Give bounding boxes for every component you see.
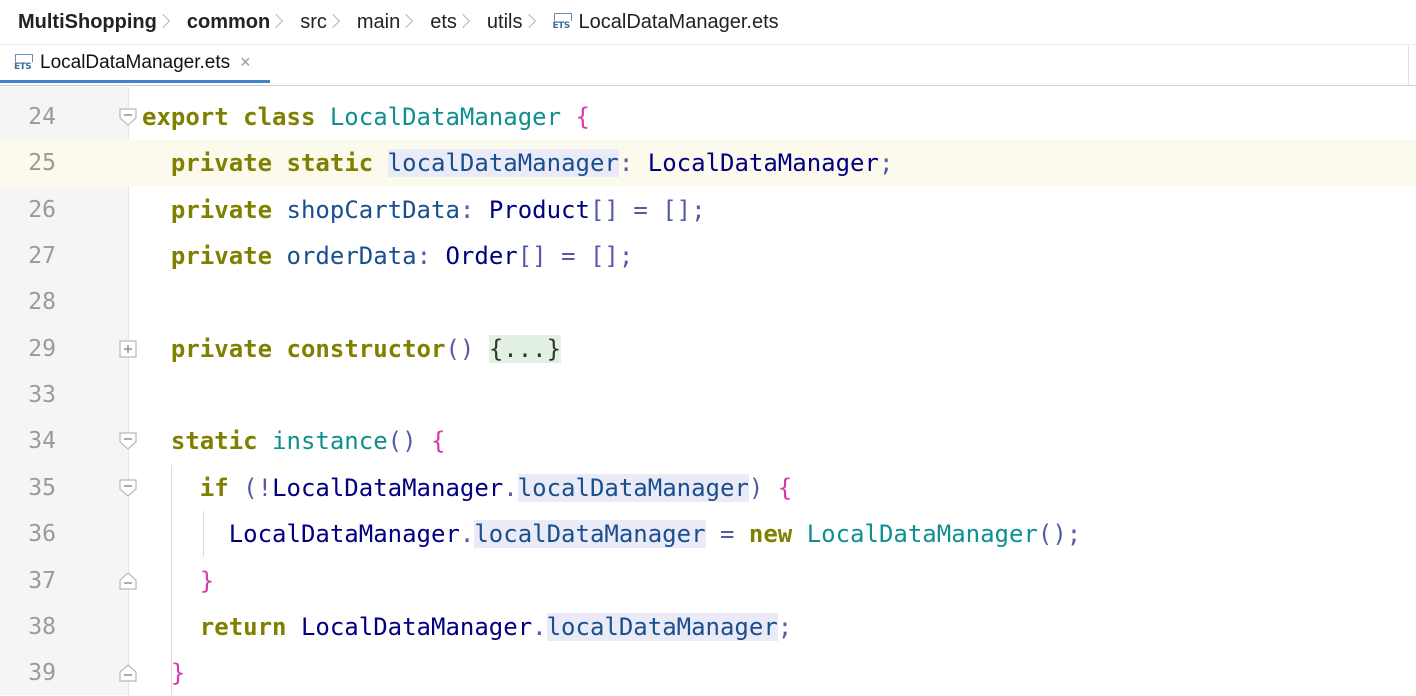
breadcrumb-label: main (356, 10, 401, 33)
chevron-right-icon (461, 12, 469, 32)
close-icon[interactable]: × (240, 52, 251, 72)
fold-open-icon[interactable] (118, 107, 138, 127)
indent-guide (203, 511, 204, 557)
breadcrumb-label: ets (430, 10, 457, 33)
code-text: static instance() { (170, 427, 446, 455)
tab-label: LocalDataManager.ets (40, 51, 231, 73)
code-text: private shopCartData: Product[] = []; (170, 196, 706, 224)
code-line-36[interactable]: 36 LocalDataManager.localDataManager = n… (0, 511, 1416, 557)
fold-open-icon[interactable] (118, 431, 138, 451)
line-number: 24 (28, 104, 56, 130)
gutter-divider (128, 87, 129, 695)
chevron-right-icon (527, 12, 535, 32)
code-line-38[interactable]: 38 return LocalDataManager.localDataMana… (0, 604, 1416, 650)
line-number: 28 (28, 289, 56, 315)
chevron-right-icon (404, 12, 412, 32)
line-number: 33 (28, 382, 56, 408)
code-line-27[interactable]: 27 private orderData: Order[] = []; (0, 233, 1416, 279)
breadcrumb-item-utils[interactable]: utils (469, 11, 535, 34)
fold-open-icon[interactable] (118, 478, 138, 498)
breadcrumb-item-module[interactable]: common (169, 11, 282, 34)
chevron-right-icon (161, 12, 169, 32)
tab-bar-divider (1408, 45, 1409, 85)
line-number: 38 (28, 614, 56, 640)
code-line-29[interactable]: 29 private constructor() {...} (0, 326, 1416, 372)
tab-localdatamanager[interactable]: ETS LocalDataManager.ets × (0, 45, 270, 83)
fold-expand-icon[interactable] (118, 339, 138, 359)
fold-end-icon[interactable] (118, 571, 138, 591)
indent-guide (171, 465, 172, 695)
breadcrumb-item-src[interactable]: src (282, 11, 339, 34)
line-number: 35 (28, 475, 56, 501)
code-line-25[interactable]: 25 private static localDataManager: Loca… (0, 140, 1416, 186)
ets-file-icon: ETS (553, 13, 573, 31)
line-number: 27 (28, 243, 56, 269)
code-line-33[interactable]: 33 (0, 372, 1416, 418)
code-line-24[interactable]: 24 export class LocalDataManager { (0, 94, 1416, 140)
chevron-right-icon (331, 12, 339, 32)
breadcrumb-label: utils (486, 10, 523, 33)
line-gutter (0, 87, 128, 695)
code-text: private orderData: Order[] = []; (170, 242, 634, 270)
breadcrumb: MultiShopping common src main ets utils … (0, 0, 1416, 45)
code-line-34[interactable]: 34 static instance() { (0, 418, 1416, 464)
folded-region[interactable]: {...} (488, 335, 562, 363)
code-line-26[interactable]: 26 private shopCartData: Product[] = []; (0, 187, 1416, 233)
line-number: 39 (28, 660, 56, 686)
code-text: private static localDataManager: LocalDa… (170, 149, 894, 177)
line-number: 37 (28, 568, 56, 594)
code-text: } (170, 659, 186, 687)
code-line-37[interactable]: 37 } (0, 558, 1416, 604)
chevron-right-icon (274, 12, 282, 32)
code-text: return LocalDataManager.localDataManager… (199, 613, 793, 641)
code-text: private constructor() {...} (170, 335, 562, 363)
code-line-28[interactable]: 28 (0, 279, 1416, 325)
code-editor[interactable]: 24 export class LocalDataManager { 25 pr… (0, 87, 1416, 695)
code-text: export class LocalDataManager { (142, 103, 590, 131)
breadcrumb-item-project[interactable]: MultiShopping (0, 11, 169, 34)
ets-file-icon: ETS (14, 53, 34, 72)
breadcrumb-label: common (186, 10, 271, 33)
code-text: } (199, 567, 215, 595)
fold-end-icon[interactable] (118, 663, 138, 683)
code-text: LocalDataManager.localDataManager = new … (228, 520, 1082, 548)
breadcrumb-item-main[interactable]: main (339, 11, 412, 34)
line-number: 36 (28, 521, 56, 547)
code-line-35[interactable]: 35 if (!LocalDataManager.localDataManage… (0, 465, 1416, 511)
breadcrumb-label: LocalDataManager.ets (578, 10, 779, 33)
breadcrumb-item-file[interactable]: ETS LocalDataManager.ets (535, 11, 779, 34)
breadcrumb-item-ets[interactable]: ets (412, 11, 469, 34)
breadcrumb-label: src (300, 10, 327, 33)
code-line-39[interactable]: 39 } (0, 650, 1416, 696)
code-text: if (!LocalDataManager.localDataManager) … (199, 474, 793, 502)
editor-tab-bar: ETS LocalDataManager.ets × (0, 45, 1416, 86)
line-number: 34 (28, 428, 56, 454)
line-number: 25 (28, 150, 56, 176)
line-number: 26 (28, 197, 56, 223)
line-number: 29 (28, 336, 56, 362)
breadcrumb-label: MultiShopping (18, 10, 157, 33)
